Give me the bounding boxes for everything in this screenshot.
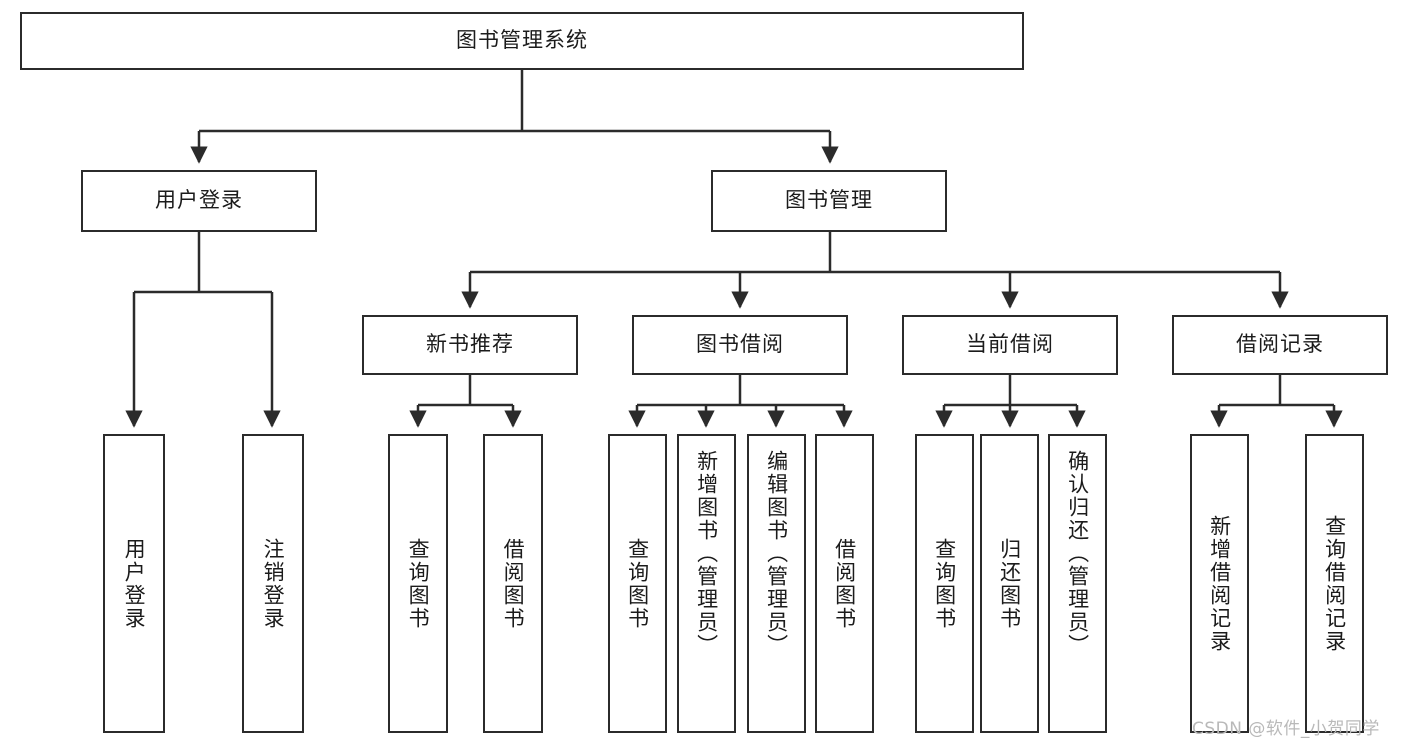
node-leaf-add-record[interactable]: 新增借阅记录: [1190, 434, 1249, 733]
node-leaf-edit-book[interactable]: 编辑图书（管理员）: [747, 434, 806, 733]
node-leaf-logout-label: 注销登录: [261, 537, 286, 630]
node-leaf-user-login[interactable]: 用户登录: [103, 434, 165, 733]
node-leaf-logout[interactable]: 注销登录: [242, 434, 304, 733]
node-leaf-return-book-label: 归还图书: [997, 537, 1022, 630]
node-leaf-user-login-label: 用户登录: [122, 537, 147, 630]
node-leaf-query-book-b-label: 查询图书: [625, 537, 650, 630]
node-leaf-confirm-return[interactable]: 确认归还（管理员）: [1048, 434, 1107, 733]
node-user-login[interactable]: 用户登录: [81, 170, 317, 232]
node-leaf-add-record-label: 新增借阅记录: [1207, 514, 1232, 653]
node-book-manage[interactable]: 图书管理: [711, 170, 947, 232]
node-leaf-query-record-label: 查询借阅记录: [1322, 514, 1347, 653]
node-leaf-borrow-book-rec-label: 借阅图书: [501, 537, 526, 630]
node-leaf-query-book-rec[interactable]: 查询图书: [388, 434, 448, 733]
node-leaf-query-book-b[interactable]: 查询图书: [608, 434, 667, 733]
node-leaf-add-book-label: 新增图书（管理员）: [694, 450, 719, 657]
node-book-borrow-label: 图书借阅: [696, 332, 784, 357]
node-leaf-borrow-book-b[interactable]: 借阅图书: [815, 434, 874, 733]
node-new-book-rec[interactable]: 新书推荐: [362, 315, 578, 375]
node-book-manage-label: 图书管理: [785, 188, 873, 213]
node-leaf-query-book-c-label: 查询图书: [932, 537, 957, 630]
node-new-book-rec-label: 新书推荐: [426, 332, 514, 357]
node-leaf-query-record[interactable]: 查询借阅记录: [1305, 434, 1364, 733]
node-leaf-return-book[interactable]: 归还图书: [980, 434, 1039, 733]
node-leaf-query-book-rec-label: 查询图书: [406, 537, 431, 630]
node-book-borrow[interactable]: 图书借阅: [632, 315, 848, 375]
node-current-borrow[interactable]: 当前借阅: [902, 315, 1118, 375]
node-leaf-borrow-book-b-label: 借阅图书: [832, 537, 857, 630]
node-current-borrow-label: 当前借阅: [966, 332, 1054, 357]
node-leaf-borrow-book-rec[interactable]: 借阅图书: [483, 434, 543, 733]
node-borrow-record-label: 借阅记录: [1236, 332, 1324, 357]
node-leaf-edit-book-label: 编辑图书（管理员）: [764, 450, 789, 657]
node-leaf-query-book-c[interactable]: 查询图书: [915, 434, 974, 733]
node-borrow-record[interactable]: 借阅记录: [1172, 315, 1388, 375]
node-leaf-confirm-return-label: 确认归还（管理员）: [1065, 450, 1090, 657]
node-leaf-add-book[interactable]: 新增图书（管理员）: [677, 434, 736, 733]
csdn-watermark: CSDN @软件_小贺同学: [1192, 719, 1380, 739]
node-user-login-label: 用户登录: [155, 188, 243, 213]
node-root-label: 图书管理系统: [456, 28, 588, 53]
node-root[interactable]: 图书管理系统: [20, 12, 1024, 70]
